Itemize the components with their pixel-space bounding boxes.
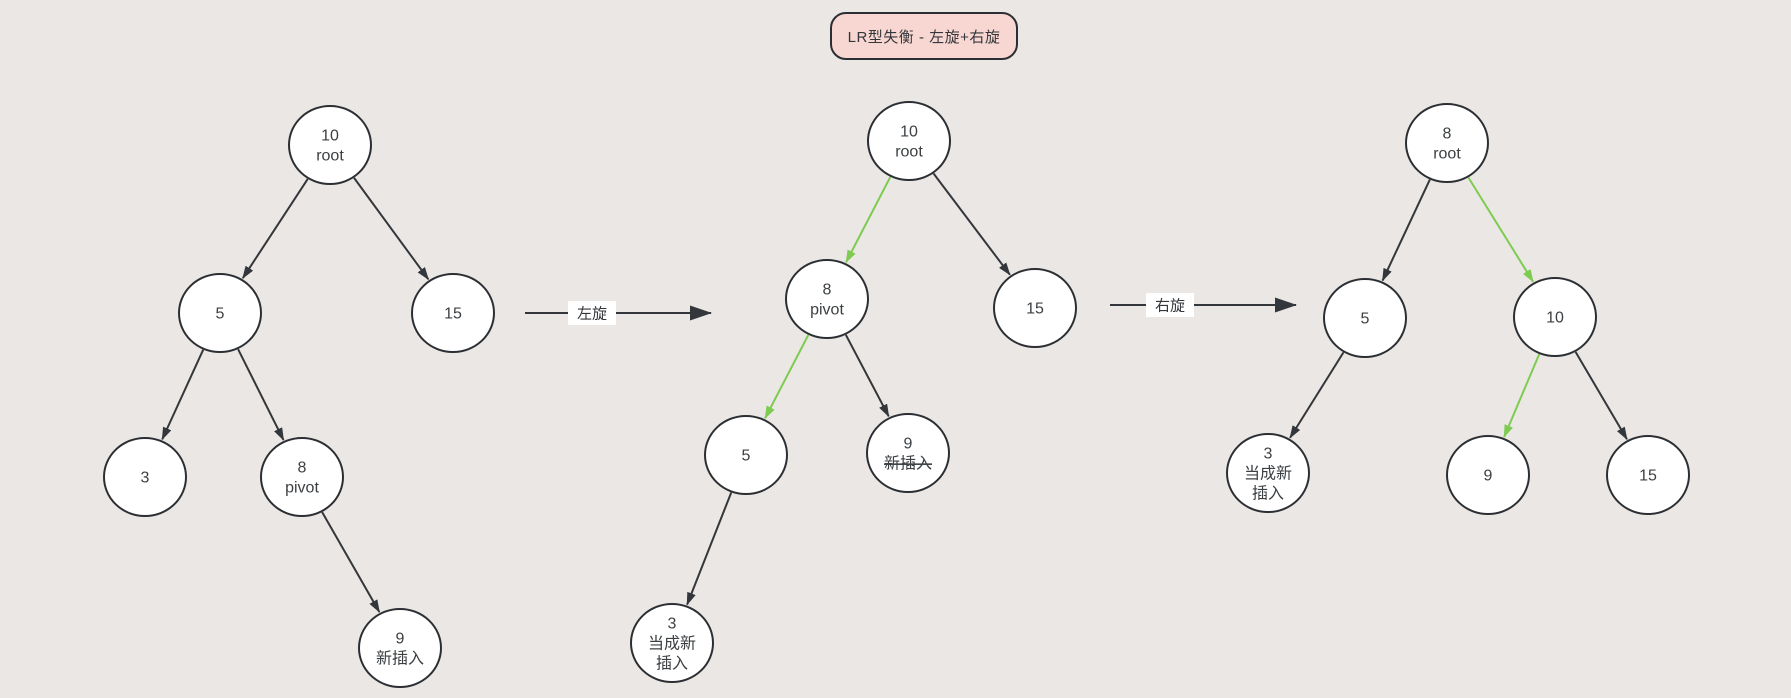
rotation-label[interactable]: 左旋: [577, 306, 607, 323]
node-circle[interactable]: [704, 415, 788, 495]
tree-node-t1-5[interactable]: 5: [178, 273, 262, 353]
node-circle[interactable]: [1606, 435, 1690, 515]
node-circle[interactable]: [867, 101, 951, 181]
node-circle[interactable]: [411, 273, 495, 353]
tree-node-t3-15[interactable]: 15: [1606, 435, 1690, 515]
tree-edge-t1-5-t1-8[interactable]: [237, 348, 285, 441]
rotation-label-bg: [568, 301, 616, 325]
node-label: 3: [141, 470, 150, 487]
tree-node-t3-9[interactable]: 9: [1446, 435, 1530, 515]
node-label: 15: [444, 306, 462, 323]
node-circle[interactable]: [260, 437, 344, 517]
tree-node-t2-15[interactable]: 15: [993, 268, 1077, 348]
node-label: 5: [1361, 311, 1370, 328]
node-circle[interactable]: [630, 603, 714, 683]
node-circle[interactable]: [1323, 278, 1407, 358]
node-circle[interactable]: [1513, 277, 1597, 357]
tree-edge-t2-8-t2-9[interactable]: [844, 334, 890, 418]
tree-edge-t1-10-t1-5[interactable]: [241, 178, 309, 280]
node-circle[interactable]: [1446, 435, 1530, 515]
tree-edge-t3-10-t3-15[interactable]: [1574, 351, 1628, 441]
node-label: 15: [1026, 301, 1044, 318]
rotation-transition-0: 左旋: [525, 301, 712, 325]
node-circle[interactable]: [288, 105, 372, 185]
tree-edge-t3-8-t3-5[interactable]: [1381, 179, 1431, 282]
node-circle[interactable]: [1405, 103, 1489, 183]
node-circle[interactable]: [358, 608, 442, 688]
tree-edge-t2-10-t2-15[interactable]: [932, 172, 1011, 276]
tree-edge-t1-10-t1-15[interactable]: [353, 177, 430, 281]
rotation-transition-1: 右旋: [1110, 293, 1297, 317]
node-circle[interactable]: [866, 413, 950, 493]
tree-edge-t1-8-t1-9[interactable]: [321, 511, 381, 613]
tree-edge-t3-8-t3-10[interactable]: [1467, 176, 1534, 283]
tree-node-t3-10[interactable]: 10: [1513, 277, 1597, 357]
node-circle[interactable]: [1226, 433, 1310, 513]
node-label: 10: [1546, 310, 1564, 327]
diagram-title-box[interactable]: LR型失衡 - 左旋+右旋: [830, 12, 1018, 60]
rotation-label-bg: [1146, 293, 1194, 317]
tree-edge-t3-5-t3-3[interactable]: [1289, 351, 1345, 439]
tree-edge-t2-5-t2-3[interactable]: [686, 492, 733, 606]
node-circle[interactable]: [178, 273, 262, 353]
node-label: 5: [742, 448, 751, 465]
rotation-label[interactable]: 右旋: [1155, 298, 1185, 315]
node-circle[interactable]: [785, 259, 869, 339]
node-circle[interactable]: [993, 268, 1077, 348]
tree-edge-t2-8-t2-5[interactable]: [764, 334, 810, 420]
node-label: 15: [1639, 468, 1657, 485]
node-label: 5: [216, 306, 225, 323]
diagram-title-text: LR型失衡 - 左旋+右旋: [847, 28, 1001, 46]
tree-edge-t2-10-t2-8[interactable]: [845, 176, 892, 264]
node-label: 9: [1484, 468, 1493, 485]
tree-node-t1-15[interactable]: 15: [411, 273, 495, 353]
node-circle[interactable]: [103, 437, 187, 517]
tree-node-t1-3[interactable]: 3: [103, 437, 187, 517]
tree-edge-t3-10-t3-9[interactable]: [1503, 353, 1541, 438]
tree-node-t2-5[interactable]: 5: [704, 415, 788, 495]
tree-edge-t1-5-t1-3[interactable]: [161, 349, 205, 441]
tree-node-t3-5[interactable]: 5: [1323, 278, 1407, 358]
